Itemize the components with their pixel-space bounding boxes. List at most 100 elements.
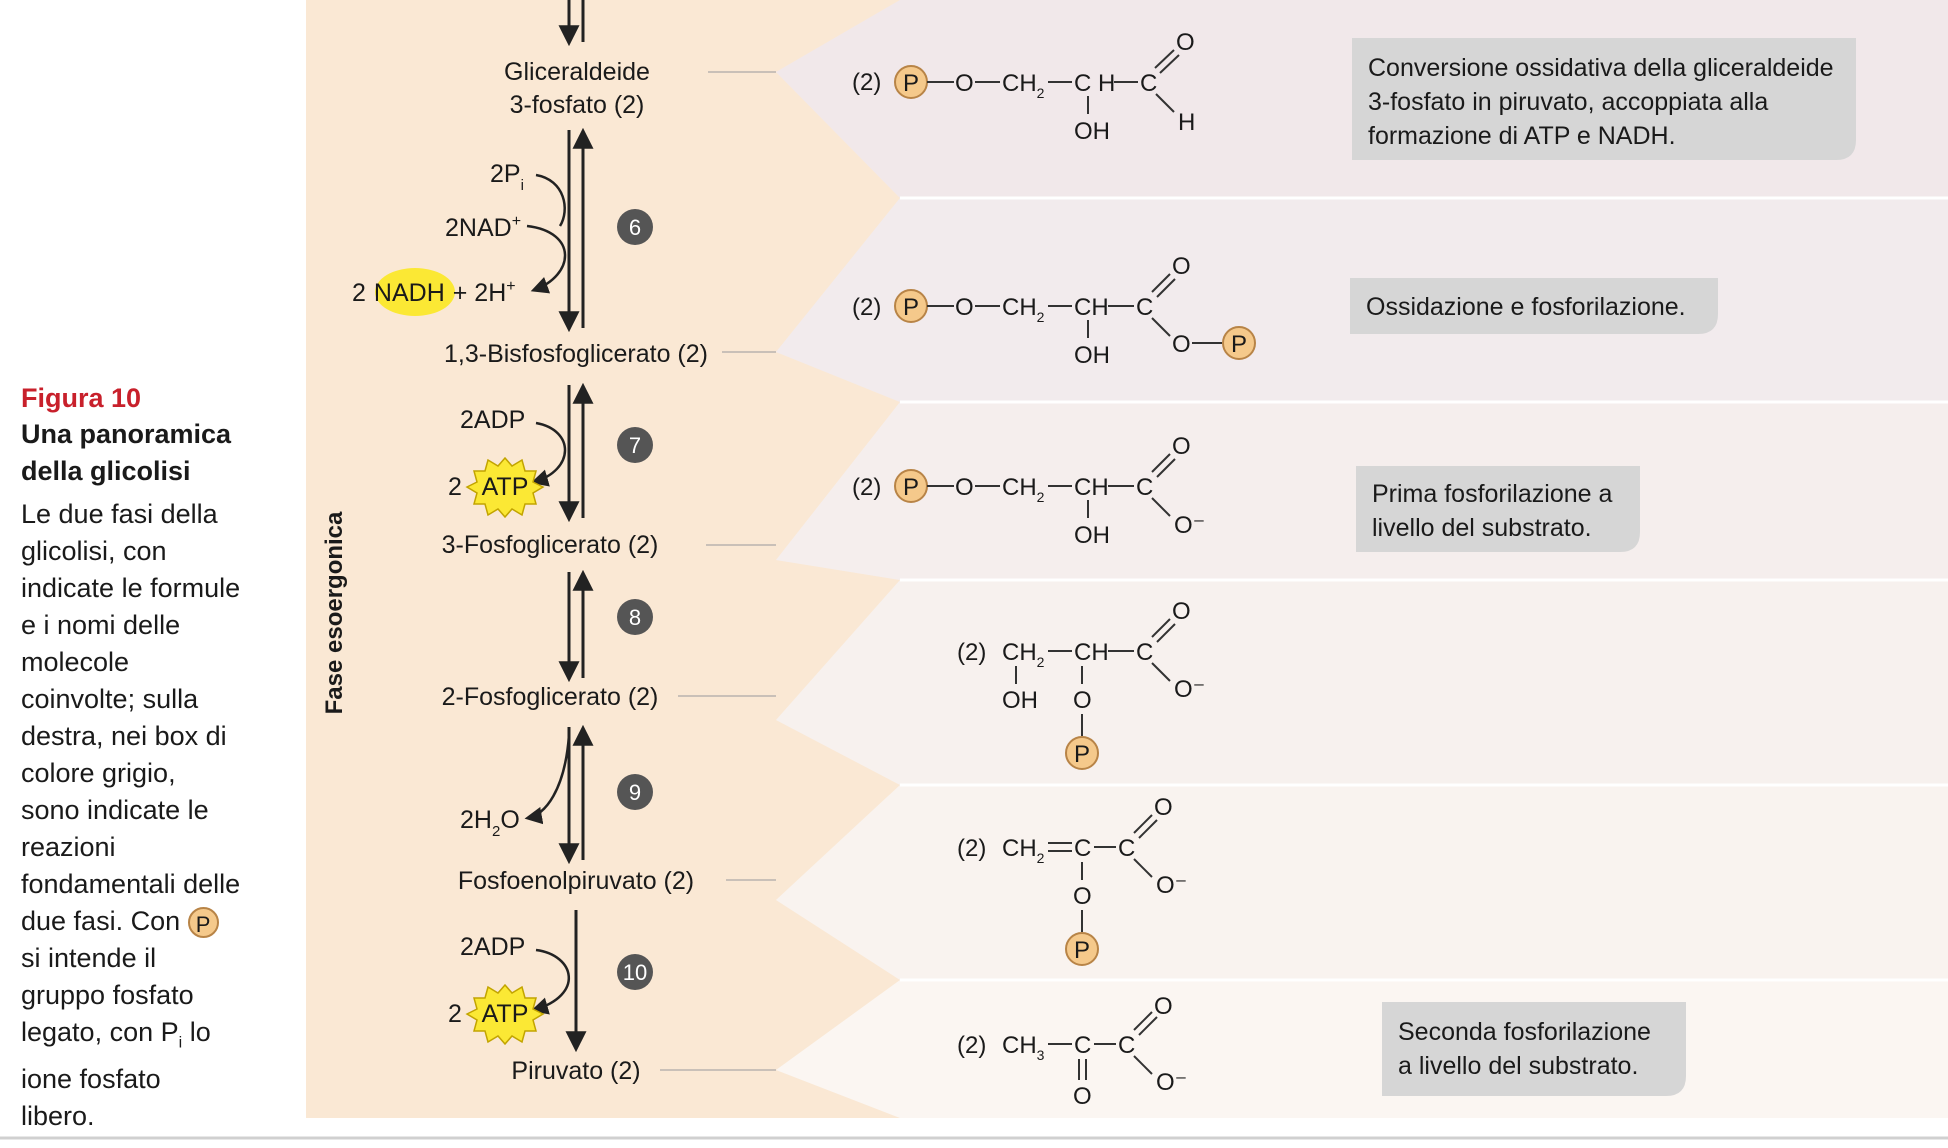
formula-coef: (2) (852, 474, 881, 501)
atom-c: C (1074, 1032, 1091, 1059)
phosphate-label: P (1231, 331, 1247, 358)
step-7-cofactors: 2ADP 2 ATP (448, 406, 545, 519)
molecule-name-bisfosfoglicerato: 1,3-Bisfosfoglicerato (2) (444, 340, 708, 368)
caption-sub-i: i (178, 1034, 183, 1052)
info-box-3-line1: Prima fosforilazione a (1372, 480, 1612, 508)
info-box-1-line1: Conversione ossidativa della gliceraldei… (1368, 54, 1834, 82)
atom-o: O (955, 70, 974, 97)
info-box-4: Seconda fosforilazione a livello del sub… (1382, 1002, 1686, 1096)
step7-input-adp: 2ADP (460, 406, 525, 434)
step-number-7: 7 (629, 433, 641, 458)
info-box-2-line1: Ossidazione e fosforilazione. (1366, 293, 1686, 321)
phosphate-label: P (903, 474, 919, 501)
group-oh: OH (1074, 522, 1110, 549)
atom-c: C (1118, 1032, 1135, 1059)
caption-text-part3: lo ione fosfato libero. (21, 1017, 211, 1132)
step-number-10: 10 (623, 960, 647, 985)
step-badge-8: 8 (617, 599, 653, 635)
step-number-9: 9 (629, 780, 641, 805)
group-ch2: CH2 (1002, 294, 1045, 325)
atom-c: C (1140, 70, 1157, 97)
atp-star-icon (465, 983, 545, 1046)
phosphate-label: P (1074, 741, 1090, 768)
step9-output-water: 2H2O (460, 806, 520, 840)
caption-text-part1: Le due fasi della glicolisi, con indicat… (21, 499, 241, 936)
side-arrows (524, 173, 571, 1015)
formula-gliceraldeide-3-fosfato: (2) P O CH2 C H OH C O H (852, 29, 1195, 145)
molecule-name-piruvato: Piruvato (2) (511, 1057, 640, 1085)
formula-piruvato: (2) CH3 C O C O O⁻ (957, 993, 1187, 1110)
caption-title-line2: della glicolisi (21, 456, 191, 486)
molecule-name-gliceraldeide-line1: Gliceraldeide (504, 58, 650, 86)
group-ch2: CH2 (1002, 474, 1045, 505)
phosphate-label: P (1074, 937, 1090, 964)
info-box-4-line1: Seconda fosforilazione (1398, 1018, 1651, 1046)
step-number-6: 6 (629, 215, 641, 240)
step-badge-10: 10 (617, 954, 653, 990)
step-badge-7: 7 (617, 427, 653, 463)
figure-caption: Figura 10 Una panoramica della glicolisi… (21, 380, 241, 1135)
atom-o: O (1154, 993, 1173, 1020)
step-10-cofactors: 2ADP 2 ATP (448, 933, 545, 1046)
atom-o: O (1172, 433, 1191, 460)
step-badge-9: 9 (617, 774, 653, 810)
reaction-arrows (558, 0, 594, 1053)
atp-star-icon (465, 456, 545, 519)
formula-coef: (2) (852, 294, 881, 321)
caption-text: Le due fasi della glicolisi, con indicat… (21, 496, 241, 1135)
atom-c: C (1118, 835, 1135, 862)
phosphate-label: P (903, 294, 919, 321)
band-dividers (900, 196, 1948, 982)
atom-o: O (1176, 29, 1195, 56)
atom-o: O (955, 474, 974, 501)
info-box-1-line3: formazione di ATP e NADH. (1368, 122, 1676, 150)
atom-o: O (1172, 331, 1191, 358)
formula-2-fosfoglicerato: (2) CH2 OH CH O P C O O⁻ (957, 598, 1205, 770)
atom-o: O (1172, 598, 1191, 625)
right-bands (776, 0, 1948, 1118)
molecule-name-fosfoenolpiruvato: Fosfoenolpiruvato (2) (458, 867, 694, 895)
phosphate-icon (1065, 736, 1099, 770)
group-ch3: CH3 (1002, 1032, 1045, 1063)
group-oh: OH (1074, 342, 1110, 369)
nadh-highlight (375, 268, 455, 316)
atom-c: C (1074, 835, 1091, 862)
step10-input-adp: 2ADP (460, 933, 525, 961)
step6-input-pi: 2Pi (490, 160, 524, 194)
info-box-3: Prima fosforilazione a livello del subst… (1356, 466, 1640, 552)
atom-o-minus: O⁻ (1174, 512, 1205, 539)
formula-3-fosfoglicerato: (2) P O CH2 CH OH C O O⁻ (852, 433, 1205, 549)
phosphate-label: P (903, 70, 919, 97)
formula-coef: (2) (957, 639, 986, 666)
info-box-4-line2: a livello del substrato. (1398, 1052, 1638, 1080)
group-ch2: CH2 (1002, 70, 1045, 101)
caption-text-part2: si intende il gruppo fosfato legato, con… (21, 943, 194, 1047)
atom-o: O (955, 294, 974, 321)
formula-fosfoenolpiruvato: (2) CH2 C O P C O O⁻ (957, 794, 1187, 966)
formula-1-3-bisfosfoglicerato: (2) P O CH2 CH OH C O O P (852, 253, 1256, 369)
phase-label: Fase esoergonica (321, 511, 348, 714)
molecule-name-2-fosfoglicerato: 2-Fosfoglicerato (2) (442, 683, 659, 711)
atom-o: O (1073, 687, 1092, 714)
left-band (306, 0, 900, 1118)
atom-o-minus: O⁻ (1156, 872, 1187, 899)
atom-o-minus: O⁻ (1156, 1069, 1187, 1096)
group-oh: OH (1002, 687, 1038, 714)
group-ch: CH (1074, 639, 1109, 666)
group-ch: CH (1074, 294, 1109, 321)
atom-h: H (1178, 109, 1195, 136)
caption-title: Una panoramica della glicolisi (21, 416, 241, 490)
caption-title-line1: Una panoramica (21, 419, 232, 449)
step6-input-nad: 2NAD+ (445, 213, 521, 242)
caption-label: Figura 10 (21, 383, 142, 413)
step10-output-atp: ATP (482, 1000, 529, 1028)
phosphate-icon (1222, 326, 1256, 360)
step-badge-6: 6 (617, 209, 653, 245)
step10-output-coef: 2 (448, 1000, 462, 1028)
atom-o-minus: O⁻ (1174, 676, 1205, 703)
group-ch2: CH2 (1002, 835, 1045, 866)
atom-o: O (1154, 794, 1173, 821)
